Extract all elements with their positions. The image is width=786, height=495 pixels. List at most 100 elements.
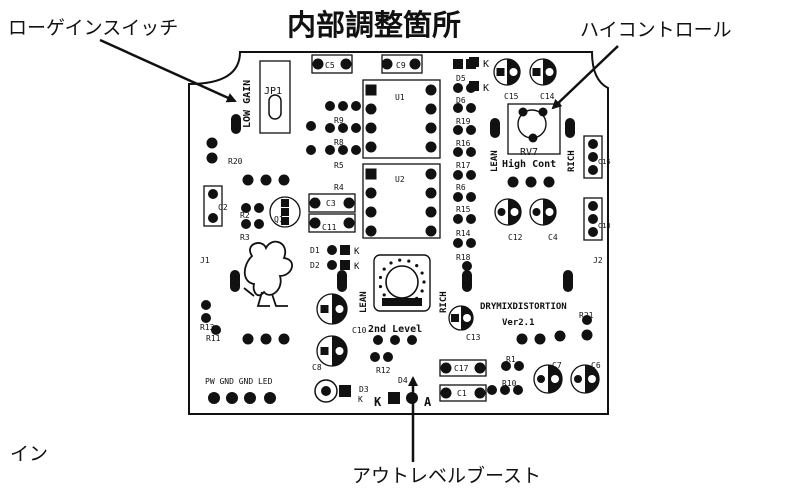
mounting-slot [462,270,472,292]
pad [513,385,523,395]
square-pad [365,84,377,96]
pad [453,192,463,202]
part-label-c3: C3 [326,199,336,208]
pad [409,58,421,70]
pad [518,107,528,117]
square-pad [281,199,289,207]
cathode-mark: K [358,395,363,404]
pad [327,260,337,270]
pad [351,145,361,155]
out-level-boost-label: アウトレベルブースト [352,465,542,487]
rich-label: RICH [567,150,577,172]
part-label-r4: R4 [334,183,344,192]
part-label-r13: R13 [200,323,215,332]
pad [425,122,437,134]
mounting-slot [565,118,575,138]
part-label-r15: R15 [456,205,471,214]
outline [308,213,356,233]
part-label-u2: U2 [395,175,405,184]
pad [211,325,221,335]
pad [425,206,437,218]
pad [425,225,437,237]
pad [343,217,355,229]
pad [528,133,538,143]
pot-tick [378,275,383,280]
outline [583,135,603,179]
part-label-c9: C9 [396,61,406,70]
part-label-c14: C14 [540,92,555,101]
pot-tick [407,259,411,263]
pad [588,227,598,237]
pad [532,208,541,216]
pad [264,392,276,404]
mounting-slot [231,114,241,134]
rich-label: RICH [439,291,449,313]
pad [306,121,316,131]
pad [551,375,559,383]
pad [260,333,272,345]
pot-tick [420,289,424,293]
square-pad [340,245,350,255]
pad [254,203,264,213]
part-label-c12: C12 [508,233,523,242]
pad [516,333,528,345]
pad [425,141,437,153]
part-label-q1: Q1 [274,215,284,224]
part-label-r7: R7 [462,276,472,285]
pad [497,208,506,216]
anode-mark: A [424,395,432,409]
ic-u2-body [362,163,441,239]
part-label-r10: R10 [502,379,517,388]
trimmer-rv7-body [507,103,561,155]
j2-label: J2 [593,256,603,265]
pad [335,305,344,313]
mascot-drawing [243,240,293,307]
pad [474,387,486,399]
part-label-d1: D1 [310,246,320,255]
pad [309,197,321,209]
square-pad [496,68,505,76]
pad [208,392,220,404]
pad [327,245,337,255]
page-title: 内部調整箇所 [287,8,462,42]
low-gain-label: LOW GAIN [242,80,253,128]
pad [241,219,251,229]
square-pad [388,392,400,404]
part-label-c2: C2 [218,203,228,212]
pad [278,333,290,345]
pad [340,58,352,70]
part-label-c13: C13 [466,333,481,342]
board-name: DRYMIXDISTORTION [480,302,567,312]
pad [321,386,331,396]
mounting-slot [230,270,240,292]
power-header-label: PW GND GND LED [205,377,273,386]
mounting-slot [337,270,347,292]
pad [343,197,355,209]
part-label-r6: R6 [456,183,466,192]
part-label-r1: R1 [506,355,516,364]
part-label-r3: R3 [240,233,250,242]
part-label-r2: R2 [240,211,250,220]
board-version: Ver2.1 [502,318,535,328]
pad [545,208,554,216]
outline [439,384,487,402]
pad [201,300,211,310]
pad [312,58,324,70]
pad [466,103,476,113]
pad [309,217,321,229]
part-label-d3: D3 [359,385,369,394]
part-label-d5: D5 [456,74,466,83]
pad [574,375,582,383]
square-pad [320,347,329,355]
part-label-c8: C8 [312,363,322,372]
pad [588,165,598,175]
pad [543,176,555,188]
transistor-q1-outline [269,196,301,228]
input-label: イン [10,443,49,465]
pad [365,122,377,134]
part-label-c10: C10 [352,326,367,335]
outline [583,197,603,241]
part-label-d4: D4 [398,376,408,385]
pad [466,170,476,180]
pad [325,101,335,111]
